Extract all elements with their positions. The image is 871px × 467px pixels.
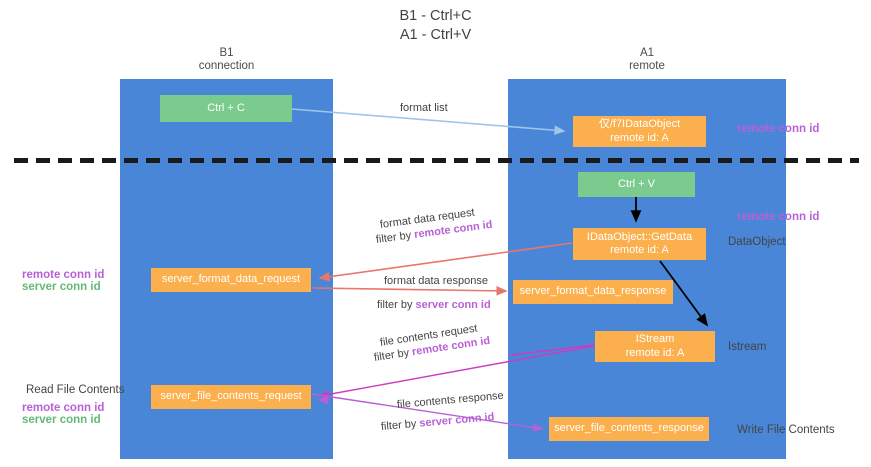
edge-label-file-contents-response-filter: filter by server conn id (380, 411, 494, 433)
node-idataobject-getdata[interactable]: IDataObject::GetData remote id: A (573, 228, 706, 260)
node-idataobject-remote-line2: remote id: A (610, 131, 669, 144)
side-label-istream: Istream (728, 341, 767, 353)
node-istream-line1: IStream (635, 333, 675, 345)
legend-remote-conn-id-lower: remote conn id (22, 402, 105, 414)
node-server-file-contents-response-label: server_file_contents_response (554, 422, 704, 435)
swimlane-header-a1-subtitle: remote (629, 60, 665, 72)
tag-remote-conn-id-middle: remote conn id (737, 211, 820, 223)
node-server-file-contents-response[interactable]: server_file_contents_response (549, 417, 709, 441)
node-ctrl-c-label: Ctrl + C (207, 101, 245, 114)
diagram-title: B1 - Ctrl+C A1 - Ctrl+V (0, 7, 871, 45)
note-read-file-contents: Read File Contents (26, 384, 125, 396)
legend-server-conn-id-lower: server conn id (22, 414, 101, 426)
edge-label-format-data-response: format data response (384, 275, 488, 287)
side-label-dataobject: DataObject (728, 236, 786, 248)
node-ctrl-v-label: Ctrl + V (618, 177, 655, 190)
node-server-format-data-request[interactable]: server_format_data_request (151, 268, 311, 292)
filter-prefix: filter by (380, 417, 420, 433)
node-idataobject-remote[interactable]: 仅/f7IDataObject remote id: A (573, 116, 706, 147)
node-idataobject-getdata-line2: remote id: A (610, 244, 669, 256)
edge-label-file-contents-response: file contents response (396, 389, 505, 411)
node-ctrl-v[interactable]: Ctrl + V (578, 172, 695, 197)
node-server-format-data-response-label: server_format_data_response (519, 285, 667, 298)
node-server-file-contents-request[interactable]: server_file_contents_request (151, 385, 311, 409)
node-istream-line2: remote id: A (625, 346, 685, 359)
legend-remote-conn-id-upper: remote conn id (22, 269, 105, 281)
server-conn-id-key: server conn id (415, 299, 491, 311)
filter-prefix: filter by (377, 299, 416, 311)
edge-label-format-list: format list (400, 102, 448, 114)
edge-label-format-data-response-filter: filter by server conn id (377, 299, 491, 311)
node-idataobject-remote-line1: 仅/f7IDataObject (598, 118, 681, 130)
swimlane-header-a1-name: A1 (639, 47, 655, 59)
node-idataobject-getdata-line1: IDataObject::GetData (586, 230, 693, 243)
swimlane-header-a1: A1 remote (508, 47, 786, 73)
title-line-1: B1 - Ctrl+C (399, 8, 472, 24)
swimlane-header-b1-name: B1 (219, 47, 234, 59)
server-conn-id-key: server conn id (418, 411, 495, 430)
swimlane-header-b1: B1 connection (120, 47, 333, 73)
swimlane-header-b1-subtitle: connection (198, 60, 255, 72)
node-server-format-data-request-label: server_format_data_request (161, 273, 301, 286)
side-label-write-file-contents: Write File Contents (737, 424, 835, 436)
phase-divider (14, 158, 859, 163)
tag-remote-conn-id-top: remote conn id (737, 123, 820, 135)
legend-server-conn-id-upper: server conn id (22, 281, 101, 293)
title-line-2: A1 - Ctrl+V (399, 27, 472, 43)
filter-prefix: filter by (375, 229, 415, 246)
filter-prefix: filter by (373, 346, 413, 364)
node-server-format-data-response[interactable]: server_format_data_response (513, 280, 673, 304)
arrow-format-data-response (312, 286, 508, 296)
node-server-file-contents-request-label: server_file_contents_request (160, 390, 302, 403)
node-ctrl-c[interactable]: Ctrl + C (160, 95, 292, 122)
node-istream[interactable]: IStream remote id: A (595, 331, 715, 362)
